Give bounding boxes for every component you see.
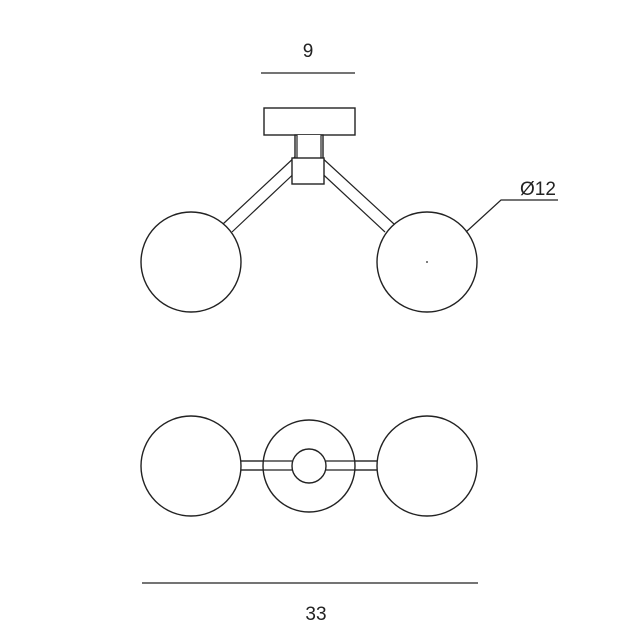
arm-joint (291, 157, 325, 185)
left-globe (140, 211, 242, 313)
ceiling-canopy (263, 107, 356, 136)
plan-view (140, 415, 478, 517)
plan-left-globe (140, 415, 242, 517)
dimension-label-diameter: Ø12 (520, 179, 556, 200)
dimension-label-bottom: 33 (305, 604, 326, 625)
left-arm (222, 154, 303, 233)
plan-right-globe (376, 415, 478, 517)
right-arm (313, 154, 395, 233)
front-view: Ø12 (140, 107, 558, 313)
plan-center-hub (291, 448, 327, 484)
diameter-leader-line (465, 199, 558, 233)
dimension-label-top: 9 (303, 41, 314, 62)
stem-cover (297, 135, 321, 155)
right-globe-center-dot (426, 261, 428, 263)
